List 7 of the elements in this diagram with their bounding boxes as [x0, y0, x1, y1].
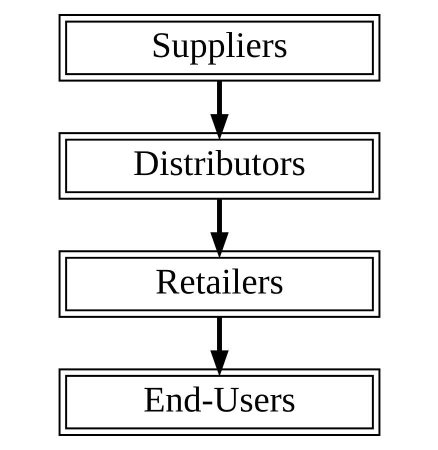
arrow	[210, 198, 228, 259]
arrow	[210, 80, 228, 140]
arrow	[210, 317, 228, 377]
node-box: Distributors	[58, 132, 380, 200]
node-box: Suppliers	[58, 14, 380, 82]
node-box: End-Users	[58, 368, 380, 436]
node-box: Retailers	[58, 250, 380, 318]
